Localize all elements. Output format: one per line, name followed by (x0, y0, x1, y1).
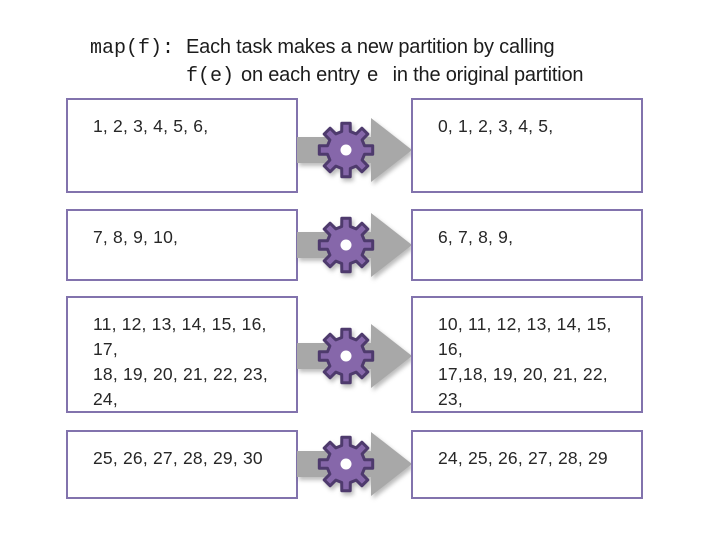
output-partition-box-4: 24, 25, 26, 27, 28, 29 (411, 430, 643, 499)
input-partition-values-4: 25, 26, 27, 28, 29, 30 (93, 448, 263, 468)
map-task-arrow-3 (297, 316, 412, 396)
input-partition-box-3: 11, 12, 13, 14, 15, 16, 17, 18, 19, 20, … (66, 296, 298, 413)
slide-title: map(f): Each task makes a new partition … (90, 34, 590, 90)
input-partition-values-2: 7, 8, 9, 10, (93, 227, 179, 247)
map-task-arrow-4 (297, 424, 412, 504)
gear-icon (319, 123, 372, 176)
title-line-1: Each task makes a new partition by calli… (186, 34, 590, 61)
input-partition-values-1: 1, 2, 3, 4, 5, 6, (93, 116, 209, 136)
e-code: e (366, 65, 379, 88)
output-partition-box-3: 10, 11, 12, 13, 14, 15, 16, 17,18, 19, 2… (411, 296, 643, 413)
title-line-2-tail: in the original partition (392, 64, 584, 86)
title-line-2: f(e) on each entry e in the original par… (186, 62, 590, 90)
gear-icon (319, 218, 372, 271)
input-partition-box-2: 7, 8, 9, 10, (66, 209, 298, 281)
output-partition-values-4: 24, 25, 26, 27, 28, 29 (438, 448, 608, 468)
gear-icon (319, 329, 372, 382)
map-f-code: map(f): (90, 37, 175, 60)
title-line-2-text: on each entry (241, 64, 360, 86)
map-task-arrow-1 (297, 110, 412, 190)
output-partition-values-2: 6, 7, 8, 9, (438, 227, 514, 247)
map-task-arrow-2 (297, 205, 412, 285)
f-e-code: f(e) (186, 65, 235, 88)
title-line-1-text: Each task makes a new partition by calli… (186, 36, 555, 58)
input-partition-box-4: 25, 26, 27, 28, 29, 30 (66, 430, 298, 499)
input-partition-values-3: 11, 12, 13, 14, 15, 16, 17, 18, 19, 20, … (93, 314, 268, 409)
output-partition-values-3: 10, 11, 12, 13, 14, 15, 16, 17,18, 19, 2… (438, 314, 612, 409)
output-partition-box-2: 6, 7, 8, 9, (411, 209, 643, 281)
output-partition-box-1: 0, 1, 2, 3, 4, 5, (411, 98, 643, 193)
input-partition-box-1: 1, 2, 3, 4, 5, 6, (66, 98, 298, 193)
output-partition-values-1: 0, 1, 2, 3, 4, 5, (438, 116, 554, 136)
gear-icon (319, 437, 372, 490)
